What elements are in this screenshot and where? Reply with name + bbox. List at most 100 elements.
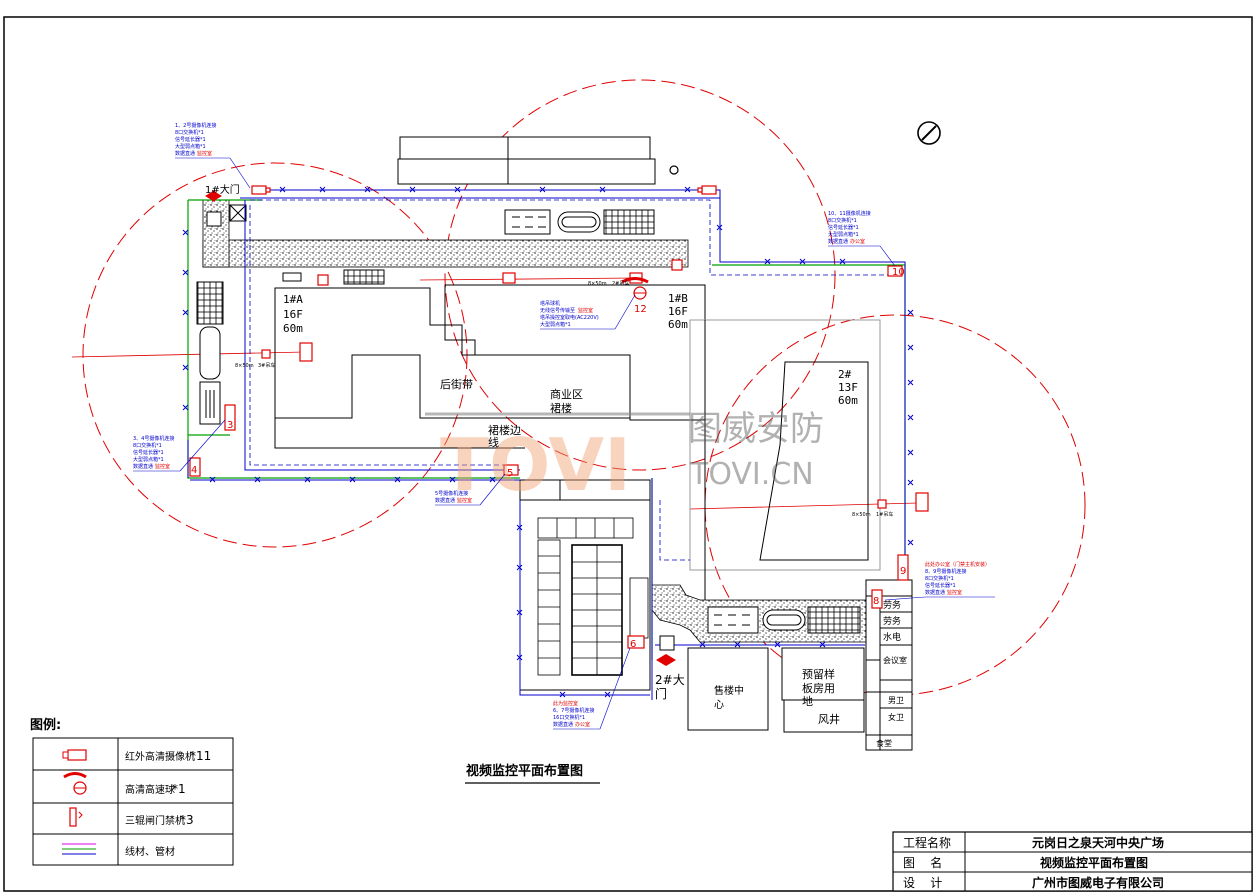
legend: 图例: 红外高清摄像机 *11 高清高速球 *1 三辊闸门禁 (30, 717, 234, 866)
label-qunlou-edge-2: 线 (488, 435, 499, 449)
label-lower-7: 男卫 (888, 696, 904, 705)
label-shangye: 商业区 (550, 387, 583, 401)
label-lower-5: 水电 (883, 631, 901, 643)
coverage-circle (704, 314, 1086, 696)
watermark-brand: TOVI (440, 423, 631, 507)
distance-label: 3#吊车 (258, 362, 275, 369)
label-lower-6: 会议室 (883, 655, 907, 665)
label-lower-8: 女卫 (888, 712, 904, 722)
label-qunlou-edge: 裙楼边 (488, 423, 521, 437)
camera-icon (877, 499, 887, 509)
title-block-value: 元岗日之泉天河中央广场 (1032, 835, 1164, 850)
svg-text:塔吊球机: 塔吊球机 (540, 300, 560, 307)
camera-icon (261, 349, 271, 359)
watermark-url: TOVI.CN (689, 457, 814, 492)
marker-circle-icon (669, 165, 679, 175)
bldg-c-height: 60m (838, 394, 858, 407)
camera-icon (189, 457, 201, 477)
camera-icon (224, 404, 236, 431)
distance-label: 1#吊车 (876, 511, 893, 518)
top-building-blocks (397, 136, 656, 185)
device-number: 3 (227, 420, 233, 431)
svg-text:办公室: 办公室 (575, 721, 590, 728)
svg-text:信号延长器*1: 信号延长器*1 (175, 136, 206, 143)
title-block-key: 工程名称 (903, 835, 951, 850)
cameras (189, 185, 929, 649)
title-block: 工程名称 元岗日之泉天河中央广场 图 名 视频监控平面布置图 设 计 广州市图威… (892, 831, 1253, 892)
bldg-b-name: 1#B (668, 292, 688, 305)
parking-spaces (537, 517, 649, 676)
legend-title: 图例: (30, 717, 61, 733)
device-number: 9 (900, 566, 906, 577)
camera-icon (671, 259, 683, 271)
svg-text:6、7号摄像机连接: 6、7号摄像机连接 (553, 707, 594, 714)
label-gate2: 2#大 (655, 673, 685, 687)
label-reserved-c: 地 (802, 695, 813, 708)
watermark-cn: 图威安防 (688, 409, 824, 449)
label-houjiedai: 后街带 (440, 377, 473, 391)
camera-icon (871, 589, 883, 609)
camera-icon (897, 554, 909, 581)
svg-text:监控室: 监控室 (155, 463, 170, 470)
legend-cable-icon (62, 843, 96, 855)
gate-arrow-icon (212, 190, 222, 202)
label-qunlou: 裙楼 (550, 401, 572, 415)
svg-text:8口交换机*1: 8口交换机*1 (828, 217, 857, 224)
svg-text:8、9号摄像机连接: 8、9号摄像机连接 (925, 568, 966, 575)
note-cam-8-9: 此处办公室（门禁主机安装） 8、9号摄像机连接 8口交换机*1 信号延长器*1 … (884, 561, 995, 601)
label-sales: 售楼中 (714, 684, 744, 697)
grid-areas (196, 209, 861, 634)
distance-label: 2#吊车 (612, 280, 629, 287)
legend-label: 三辊闸门禁机 (125, 814, 185, 827)
bldg-a-floors: 16F (283, 308, 303, 321)
device-number: 5 (507, 468, 513, 479)
svg-text:大型弱点箱*1: 大型弱点箱*1 (133, 456, 164, 463)
svg-text:大型弱点箱*1: 大型弱点箱*1 (828, 231, 859, 238)
bldg-c-floors: 13F (838, 381, 858, 394)
legend-camera-icon (62, 749, 87, 761)
device-number: 8 (873, 596, 879, 607)
svg-text:数据直通: 数据直通 (435, 497, 455, 504)
title-block-value: 广州市图威电子有限公司 (1032, 875, 1164, 890)
distance-label: 8×50m (235, 363, 254, 369)
svg-text:数据直通: 数据直通 (925, 589, 945, 596)
label-lower-9: 食堂 (876, 738, 892, 748)
svg-text:此为监控室: 此为监控室 (553, 700, 578, 707)
label-lower-4: 劳务 (883, 615, 901, 627)
legend-dome-icon (63, 772, 87, 795)
svg-text:8口交换机*1: 8口交换机*1 (175, 129, 204, 136)
legend-count: *11 (190, 749, 211, 763)
svg-text:10、11摄像机连接: 10、11摄像机连接 (828, 210, 871, 217)
svg-text:监控室: 监控室 (578, 307, 593, 314)
svg-text:大型弱点箱*1: 大型弱点箱*1 (175, 143, 206, 150)
svg-text:1、2号摄像机连接: 1、2号摄像机连接 (175, 122, 216, 129)
svg-text:办公室: 办公室 (850, 238, 865, 245)
camera-icon (251, 185, 271, 195)
device-number: 10 (892, 267, 905, 278)
label-fengjing: 风井 (818, 712, 840, 726)
cable-dashed-runs (249, 199, 900, 561)
legend-label: 线材、管材 (125, 845, 175, 858)
camera-icon (299, 342, 313, 362)
svg-text:8口交换机*1: 8口交换机*1 (133, 442, 162, 449)
gate-arrow-icon (656, 654, 666, 666)
svg-text:信号延长器*1: 信号延长器*1 (828, 224, 859, 231)
note-tower-dome: 塔吊球机 无线信号传输至 监控室 塔吊操控室取电(AC220V) 大型弱点箱*1 (540, 294, 636, 330)
bldg-a-height: 60m (283, 322, 303, 335)
gate-arrows (205, 190, 676, 666)
cable-runs (187, 189, 906, 700)
gate-arrow-icon (666, 654, 676, 666)
note-cam-10-11: 10、11摄像机连接 8口交换机*1 信号延长器*1 大型弱点箱*1 数据直通 … (828, 210, 896, 267)
svg-text:数据直通: 数据直通 (828, 238, 848, 245)
label-reserved: 预留样 (802, 667, 835, 681)
camera-icon (915, 492, 929, 512)
svg-text:16口交换机*1: 16口交换机*1 (553, 714, 585, 721)
title-block-key: 图 名 (903, 855, 942, 870)
svg-text:数据直通: 数据直通 (133, 463, 153, 470)
watermark: TOVI 图威安防 TOVI.CN (440, 409, 824, 507)
speed-dome-icon (621, 277, 649, 300)
bldg-b-floors: 16F (668, 305, 688, 318)
device-number: 6 (630, 639, 636, 650)
distance-label: 8×50m (588, 281, 607, 287)
